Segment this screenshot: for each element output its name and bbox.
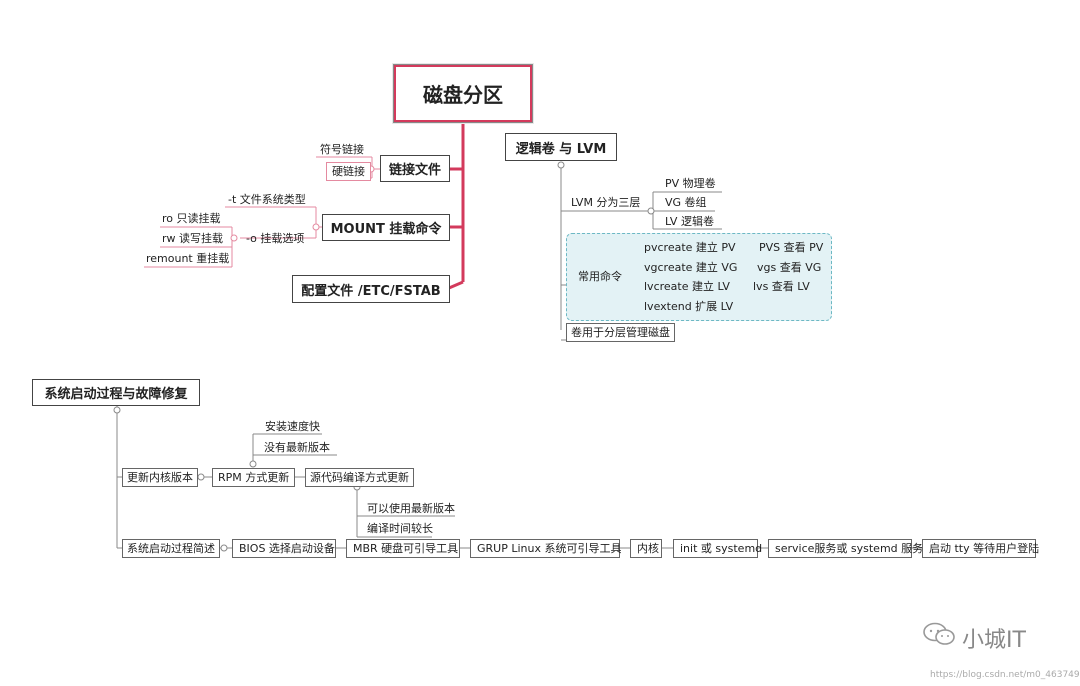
watermark-url: https://blog.csdn.net/m0_46374969 <box>930 670 1080 680</box>
lvm-lvextend-label: lvextend 扩展 LV <box>644 300 734 313</box>
rpm-update-box: RPM 方式更新 <box>212 468 296 487</box>
boot-step-grub: GRUP Linux 系统可引导工具 <box>470 539 621 558</box>
mount-opt-label: -o 挂载选项 <box>246 232 305 245</box>
lvm-pvcreate-label: pvcreate 建立 PV <box>644 241 736 254</box>
update-kernel-box: 更新内核版本 <box>122 468 198 487</box>
lvm-pv-label: PV 物理卷 <box>665 177 716 190</box>
lvm-pvs-label: PVS 查看 PV <box>759 241 824 254</box>
boot-title-node: 系统启动过程与故障修复 <box>32 379 200 406</box>
lvm-lvcreate-label: lvcreate 建立 LV <box>644 280 730 293</box>
startup-summary-box: 系统启动过程简述 <box>122 539 220 558</box>
hard-link-box: 硬链接 <box>326 162 371 181</box>
mount-type-label: -t 文件系统类型 <box>228 193 306 206</box>
rpm-no-latest-label: 没有最新版本 <box>264 441 330 454</box>
lvm-lvs-label: lvs 查看 LV <box>753 280 810 293</box>
lvm-vg-label: VG 卷组 <box>665 196 707 209</box>
wechat-icon <box>923 622 957 646</box>
lvm-layers-label: LVM 分为三层 <box>571 196 641 209</box>
rpm-fast-label: 安装速度快 <box>265 420 320 433</box>
boot-step-kernel: 内核 <box>630 539 662 558</box>
boot-step-bios: BIOS 选择启动设备 <box>232 539 336 558</box>
symbolic-link-label: 符号链接 <box>320 143 364 156</box>
lvm-vgs-label: vgs 查看 VG <box>757 261 822 274</box>
mount-remount-label: remount 重挂载 <box>146 252 230 265</box>
boot-step-init: init 或 systemd <box>673 539 762 558</box>
boot-step-login: 启动 tty 等待用户登陆 <box>922 539 1039 558</box>
fstab-config-node: 配置文件 /ETC/FSTAB <box>292 275 450 303</box>
lvm-commands-group <box>566 233 832 321</box>
link-file-node: 链接文件 <box>380 155 450 182</box>
source-compile-box: 源代码编译方式更新 <box>305 468 414 487</box>
mount-rw-label: rw 读写挂载 <box>162 232 224 245</box>
src-long-compile-label: 编译时间较长 <box>367 522 433 535</box>
boot-step-mbr: MBR 硬盘可引导工具 <box>346 539 460 558</box>
lvm-lv-label: LV 逻辑卷 <box>665 215 714 228</box>
mount-command-node: MOUNT 挂载命令 <box>322 214 450 241</box>
lvm-usage-box: 卷用于分层管理磁盘 <box>566 323 675 342</box>
src-latest-label: 可以使用最新版本 <box>367 502 455 515</box>
watermark-text: 小城IT <box>962 628 1026 653</box>
disk-partition-root: 磁盘分区 <box>393 64 533 123</box>
lvm-vgcreate-label: vgcreate 建立 VG <box>644 261 738 274</box>
lvm-title-node: 逻辑卷 与 LVM <box>505 133 617 161</box>
lvm-common-cmds-label: 常用命令 <box>578 270 622 283</box>
boot-step-service: service服务或 systemd 服务 <box>768 539 923 558</box>
mount-ro-label: ro 只读挂载 <box>162 212 221 225</box>
